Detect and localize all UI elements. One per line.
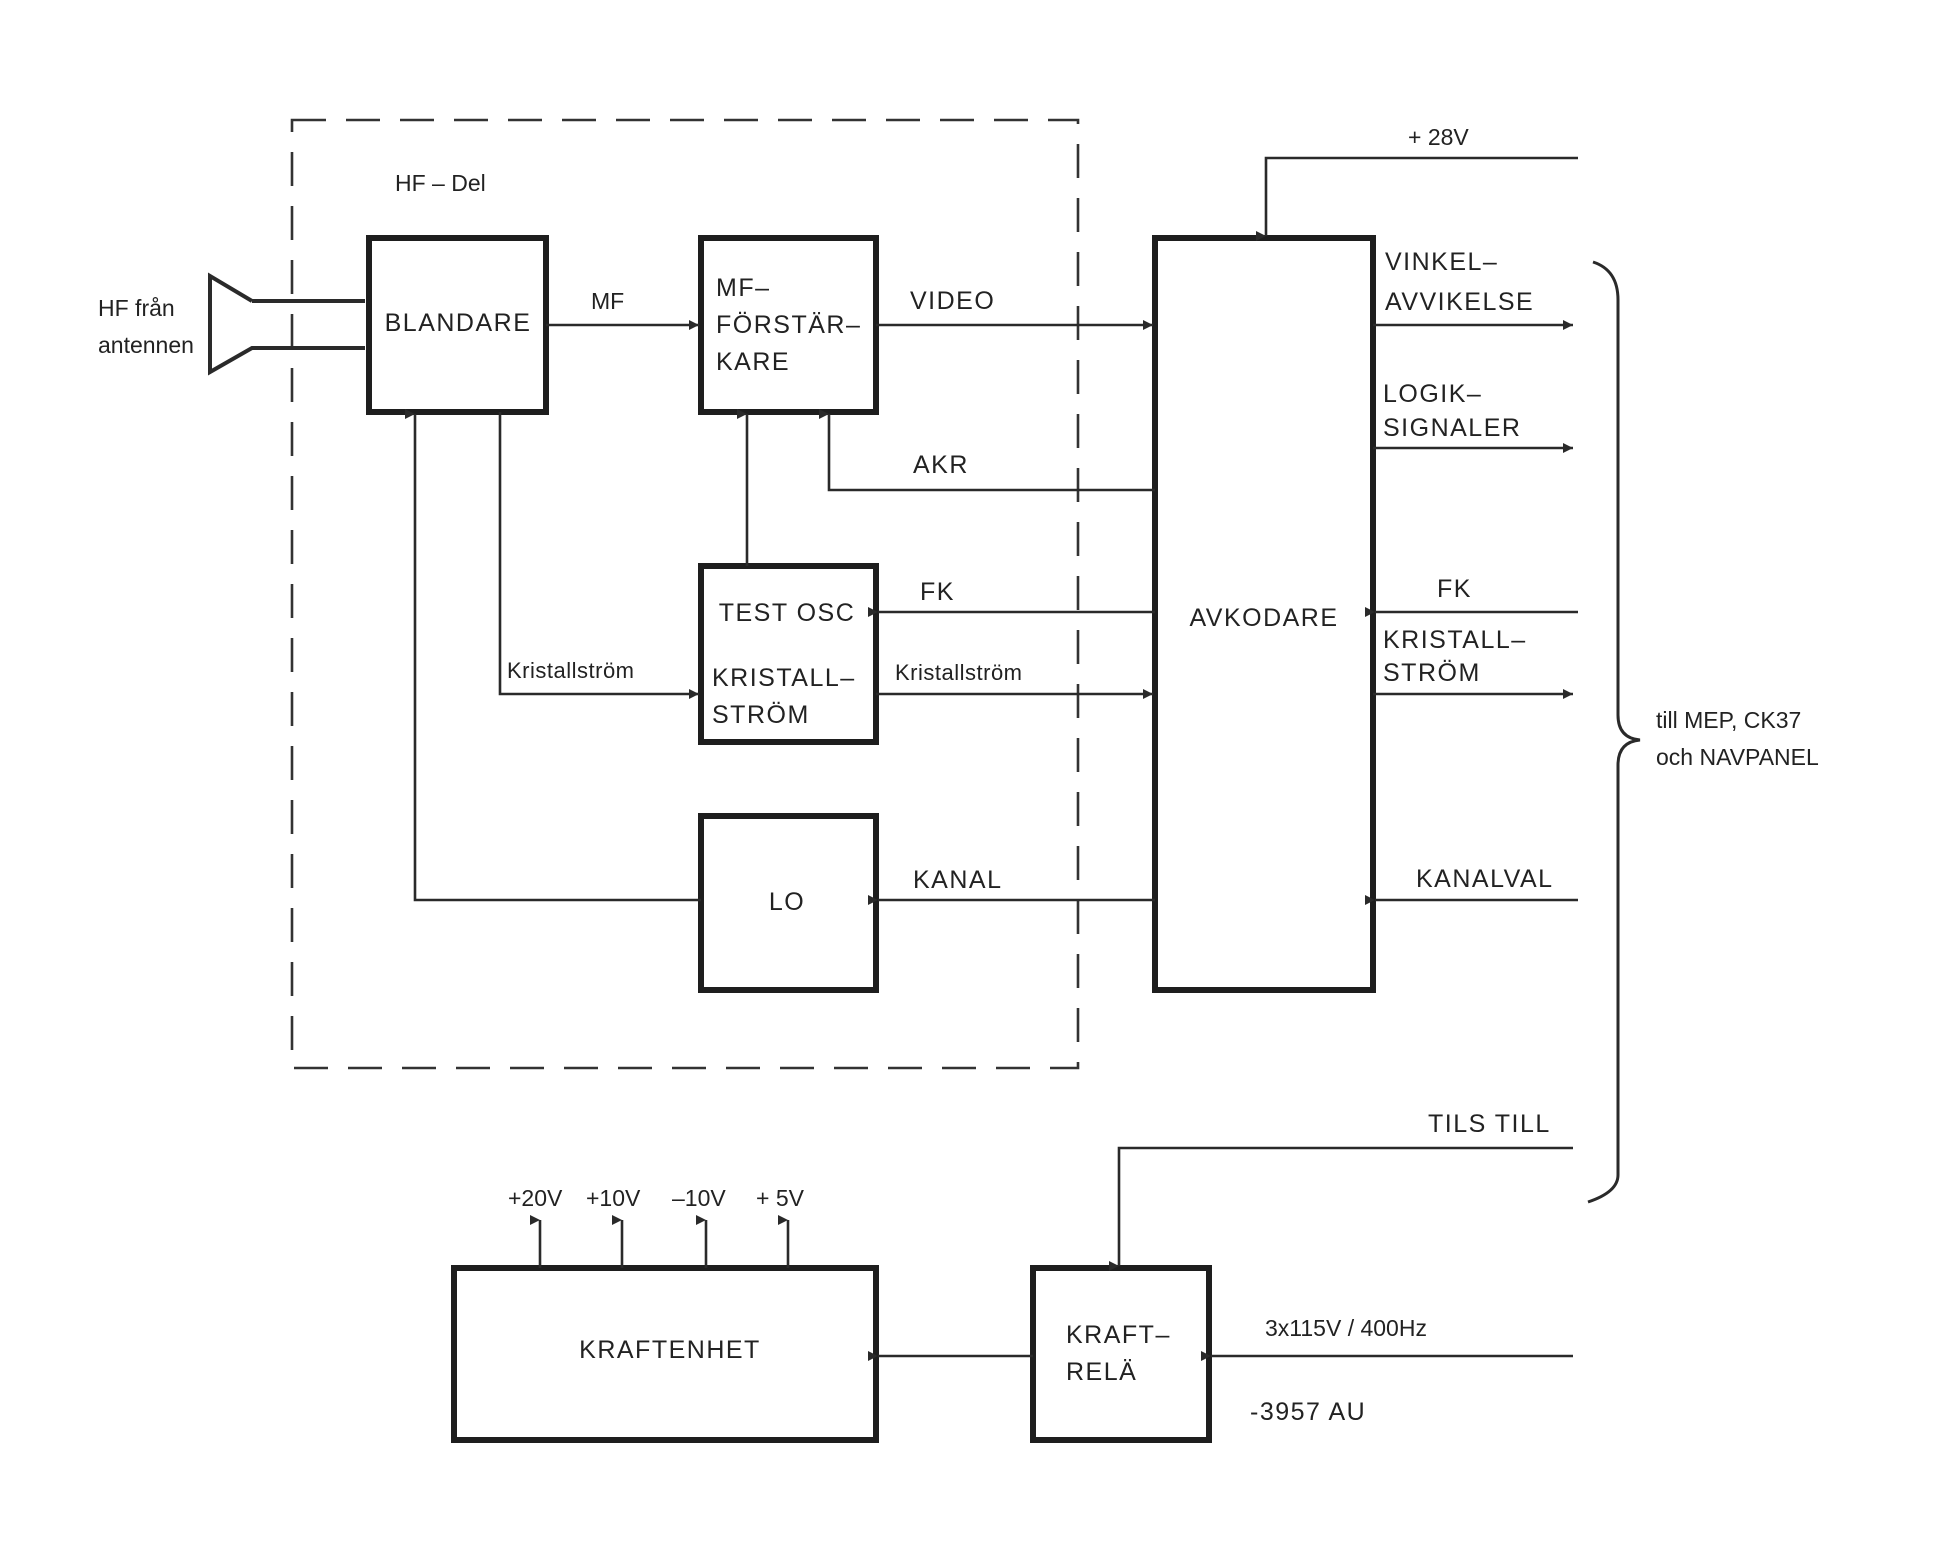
logiksignaler-line1: LOGIK– bbox=[1383, 380, 1482, 408]
mf-forstarkare-line2: FÖRSTÄR– bbox=[716, 311, 861, 339]
kraftrela-line1: KRAFT– bbox=[1066, 1321, 1171, 1349]
kristallstrom-external-line1: KRISTALL– bbox=[1383, 626, 1527, 654]
fk-external-label: FK bbox=[1437, 575, 1472, 603]
test-osc-block bbox=[698, 563, 879, 745]
avkodare-label: AVKODARE bbox=[1189, 604, 1338, 632]
kraftrela-line2: RELÄ bbox=[1066, 1358, 1137, 1386]
kanalval-label: KANALVAL bbox=[1416, 865, 1554, 893]
tils-till-wire bbox=[1109, 1146, 1573, 1271]
supply-28v-wire bbox=[1256, 156, 1578, 241]
figure-code: -3957 AU bbox=[1250, 1398, 1366, 1426]
hf-del-boundary bbox=[290, 118, 1080, 1070]
kraftenhet-label: KRAFTENHET bbox=[579, 1336, 761, 1364]
kanal-label: KANAL bbox=[913, 866, 1002, 894]
output-20v-label: +20V bbox=[508, 1185, 563, 1211]
antenna-label-line2: antennen bbox=[98, 332, 194, 358]
blandare-label: BLANDARE bbox=[385, 309, 532, 337]
vinkelavvikelse-line2: AVVIKELSE bbox=[1385, 288, 1534, 316]
destination-brace bbox=[1587, 260, 1641, 1204]
antenna-label-line1: HF från bbox=[98, 295, 175, 321]
video-label: VIDEO bbox=[910, 287, 995, 315]
kraftrela-block bbox=[1030, 1265, 1212, 1443]
lo-label: LO bbox=[769, 888, 805, 916]
vinkelavvikelse-line1: VINKEL– bbox=[1385, 248, 1498, 276]
fk-internal-label: FK bbox=[920, 578, 955, 606]
mf-forstarkare-line3: KARE bbox=[716, 348, 790, 376]
kristallstrom-left-wire bbox=[498, 412, 699, 699]
destination-line1: till MEP, CK37 bbox=[1656, 707, 1801, 733]
destination-line2: och NAVPANEL bbox=[1656, 744, 1819, 770]
mf-label: MF bbox=[591, 288, 624, 314]
output-neg10v-label: –10V bbox=[672, 1185, 726, 1211]
mains-label: 3x115V / 400Hz bbox=[1265, 1315, 1427, 1341]
kristallstrom-right-label: Kristallström bbox=[895, 660, 1023, 685]
akr-label: AKR bbox=[913, 451, 969, 479]
hf-del-label: HF – Del bbox=[395, 170, 486, 196]
kristallstrom-external-line2: STRÖM bbox=[1383, 659, 1481, 687]
akr-wire bbox=[819, 409, 1155, 492]
test-kristall-line2: STRÖM bbox=[712, 701, 810, 729]
logiksignaler-line2: SIGNALER bbox=[1383, 414, 1521, 442]
supply-28v-label: + 28V bbox=[1408, 124, 1469, 150]
antenna-horn-icon bbox=[208, 272, 365, 376]
kristallstrom-left-label: Kristallström bbox=[507, 658, 635, 683]
tils-till-label: TILS TILL bbox=[1428, 1110, 1551, 1138]
test-kristall-line1: KRISTALL– bbox=[712, 664, 856, 692]
lo-to-blandare-wire bbox=[405, 409, 701, 902]
test-osc-label: TEST OSC bbox=[719, 599, 856, 627]
output-10v-label: +10V bbox=[586, 1185, 641, 1211]
mf-forstarkare-line1: MF– bbox=[716, 274, 771, 302]
output-5v-label: + 5V bbox=[756, 1185, 805, 1211]
